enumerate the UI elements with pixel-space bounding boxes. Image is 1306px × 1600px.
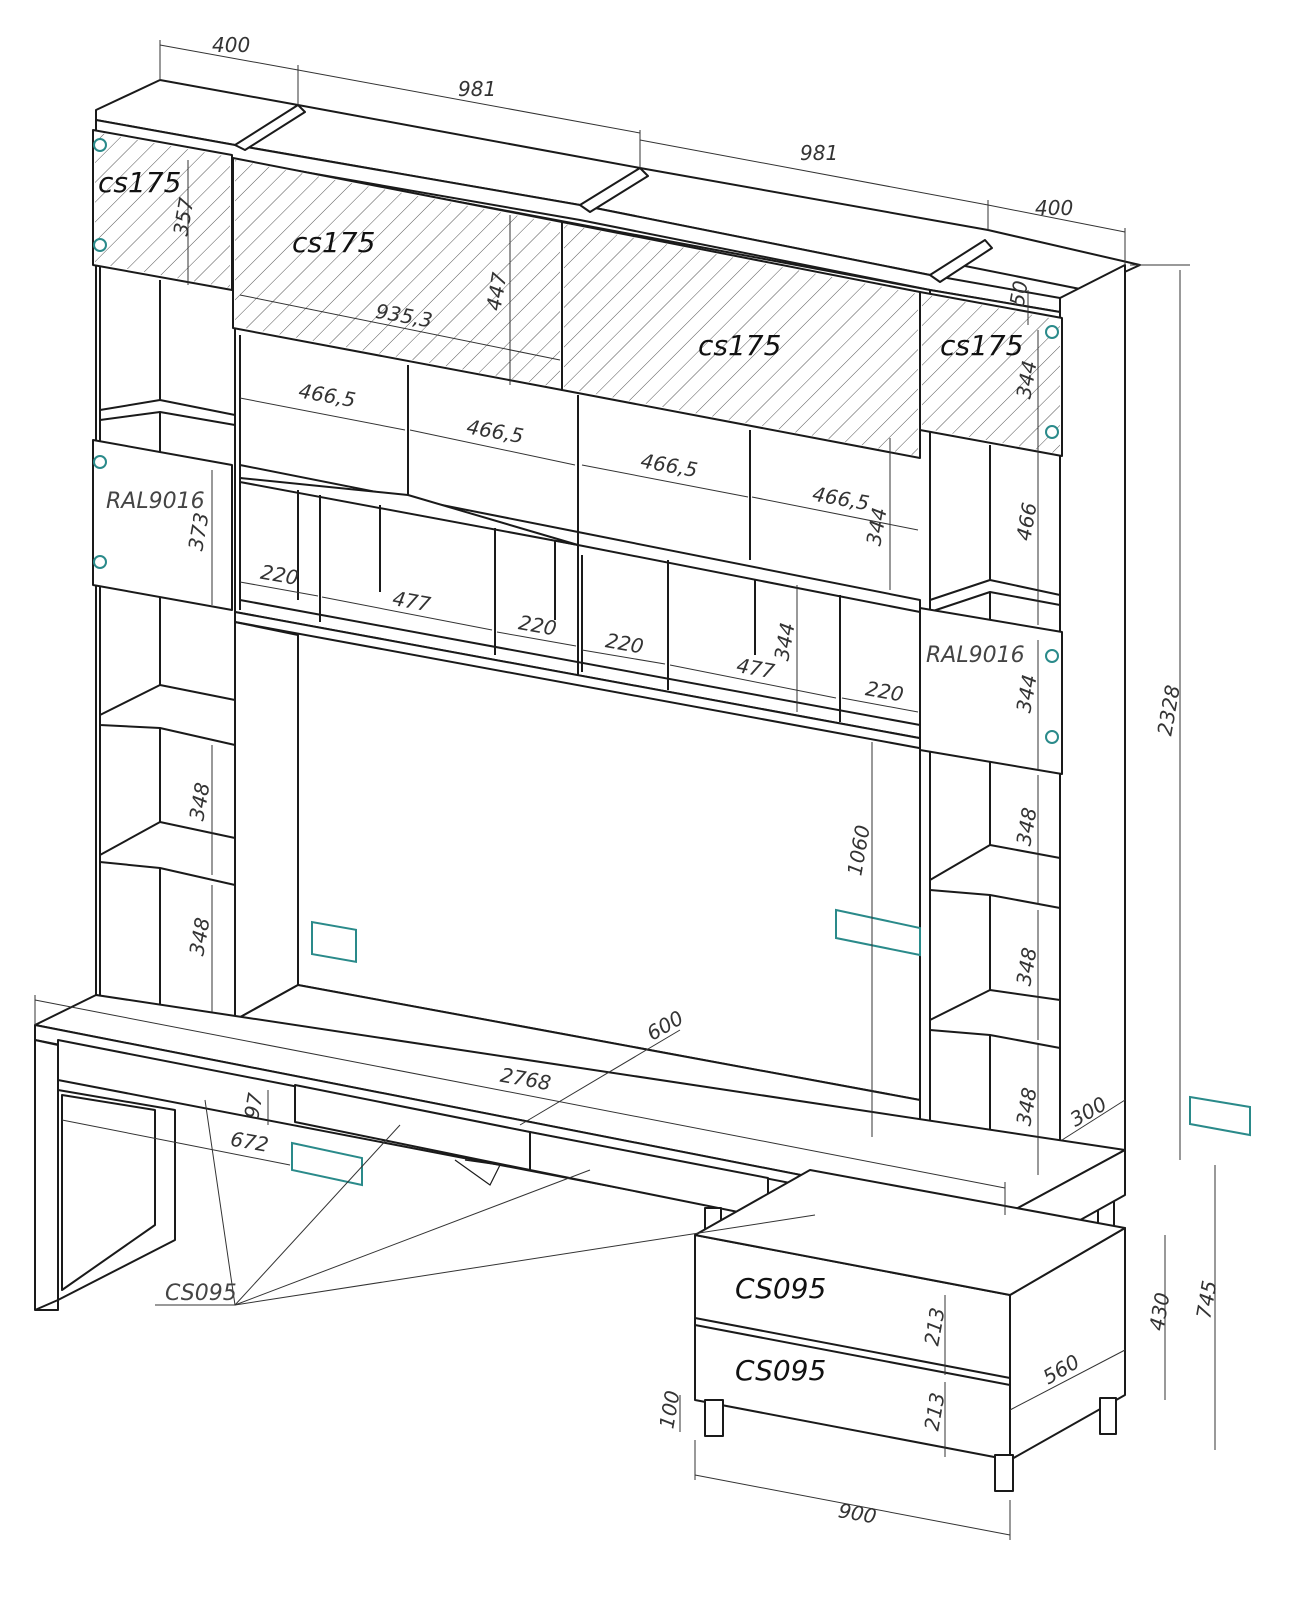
dim-top-left-depth: 400: [212, 33, 250, 57]
door-handle-icon: [1045, 325, 1059, 339]
door-handle-icon: [1045, 649, 1059, 663]
cable-outlet-marker: [1189, 1095, 1251, 1137]
door-handle-icon: [93, 555, 107, 569]
material-label-left-top: cs175: [98, 166, 181, 199]
ral-label-right: RAL9016: [926, 643, 1025, 668]
desk: [34, 994, 1126, 1311]
right-ral-door: [919, 607, 1063, 775]
right-column: [919, 264, 1126, 1179]
dimension-lines: [34, 40, 1216, 1540]
dim-niche-height: 1060: [842, 823, 874, 877]
left-leg-frame: [34, 1039, 59, 1311]
drawer-label-upper: CS095: [735, 1272, 826, 1305]
door-handle-icon: [93, 238, 107, 252]
dim-top-right-depth: 400: [1035, 196, 1073, 220]
left-column: [92, 129, 236, 1021]
drawer-label-lower: CS095: [735, 1354, 826, 1387]
door-handle-icon: [93, 138, 107, 152]
dim-top-right-offset: 50: [1005, 279, 1033, 308]
door-handle-icon: [93, 455, 107, 469]
right-shelf: [929, 844, 1061, 909]
dim-desk-height: 745: [1191, 1279, 1221, 1321]
door-handle-icon: [1045, 425, 1059, 439]
markers: [93, 138, 1251, 1187]
door-handle-icon: [1045, 730, 1059, 744]
material-label-center-right: cs175: [698, 329, 781, 362]
drawer-leader-label: CS095: [165, 1281, 237, 1306]
dim-desk-depth: 600: [643, 1006, 688, 1046]
dim-pedestal-height: 430: [1144, 1291, 1174, 1333]
dim-pedestal-width: 900: [837, 1498, 879, 1528]
right-shelf: [929, 989, 1061, 1049]
cable-outlet-marker: [835, 908, 921, 957]
material-label-right-top: cs175: [940, 329, 1023, 362]
ral-label-left: RAL9016: [106, 489, 205, 514]
dim-leg-span: 672: [229, 1127, 271, 1157]
cable-outlet-marker: [291, 1141, 363, 1187]
center-upper-unit: [232, 157, 931, 751]
pedestal: [694, 1169, 1126, 1492]
dim-drawer-height: 97: [239, 1091, 267, 1121]
dim-top-span-left: 981: [458, 77, 496, 101]
material-label-center-left: cs175: [292, 226, 375, 259]
cable-outlet-marker: [311, 920, 357, 963]
left-ral-door: [92, 439, 233, 611]
dim-top-span-right: 981: [800, 141, 838, 165]
